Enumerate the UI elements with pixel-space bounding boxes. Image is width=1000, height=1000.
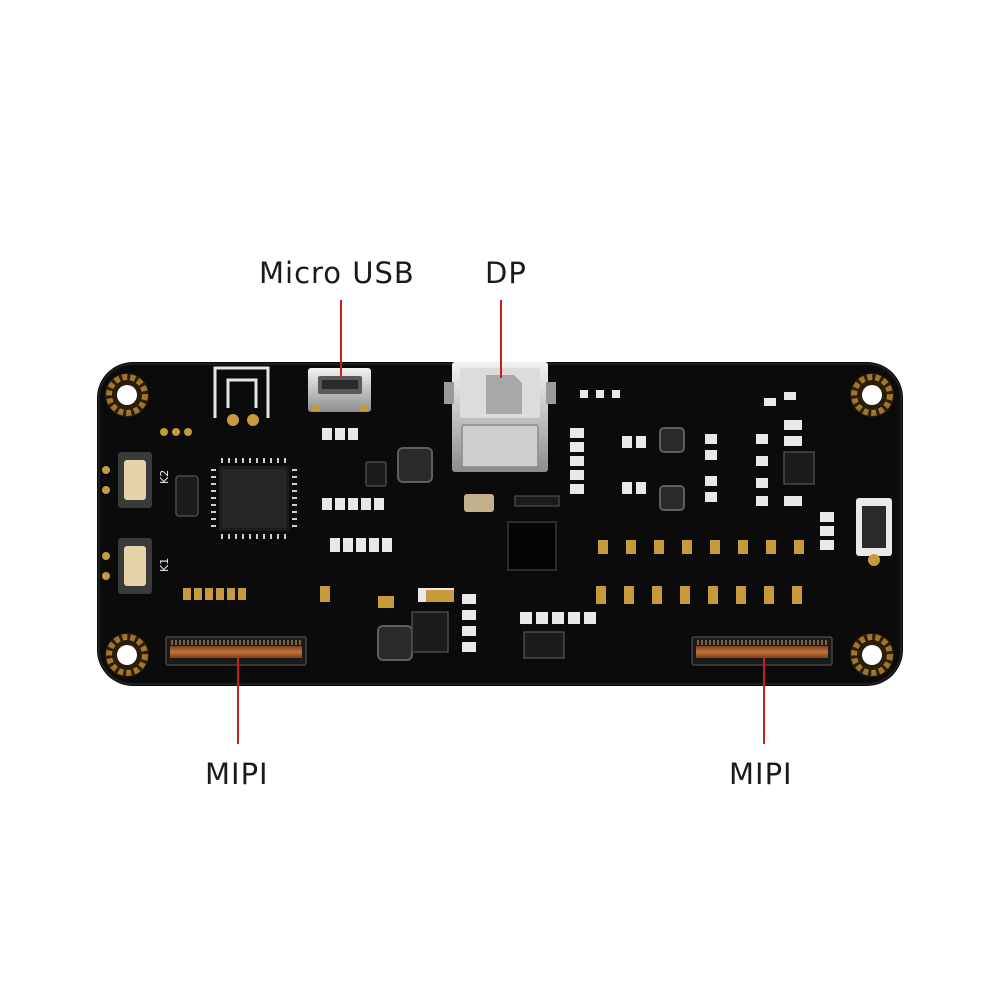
mounting-hole-icon bbox=[850, 633, 894, 677]
button-k2 bbox=[102, 452, 152, 508]
dp-label: DP bbox=[485, 256, 527, 290]
small-fpc-connector bbox=[856, 498, 892, 566]
bridge-chip bbox=[507, 521, 557, 571]
dp-leader-line bbox=[500, 300, 502, 378]
mipi-left-label: MIPI bbox=[205, 757, 269, 791]
mipi-right-label: MIPI bbox=[729, 757, 793, 791]
passive-components bbox=[175, 390, 834, 659]
mounting-hole-icon bbox=[105, 633, 149, 677]
antenna-silkscreen bbox=[213, 366, 270, 426]
microcontroller-chip bbox=[211, 458, 297, 539]
mipi-right-leader-line bbox=[763, 658, 765, 744]
button-k1 bbox=[102, 538, 152, 594]
inductors bbox=[377, 427, 685, 661]
mipi-fpc-connector-icon bbox=[691, 636, 833, 666]
micro-usb-label: Micro USB bbox=[259, 256, 415, 290]
mipi-fpc-connector-icon bbox=[165, 636, 307, 666]
mipi-left-leader-line bbox=[237, 658, 239, 744]
silkscreen-k2: K2 bbox=[158, 470, 171, 484]
displayport-connector-icon bbox=[444, 362, 556, 472]
micro-usb-connector-icon bbox=[308, 368, 371, 412]
mounting-hole-icon bbox=[850, 373, 894, 417]
micro-usb-leader-line bbox=[340, 300, 342, 378]
silkscreen-k1: K1 bbox=[158, 558, 171, 572]
test-pads bbox=[160, 428, 246, 600]
mounting-hole-icon bbox=[105, 373, 149, 417]
